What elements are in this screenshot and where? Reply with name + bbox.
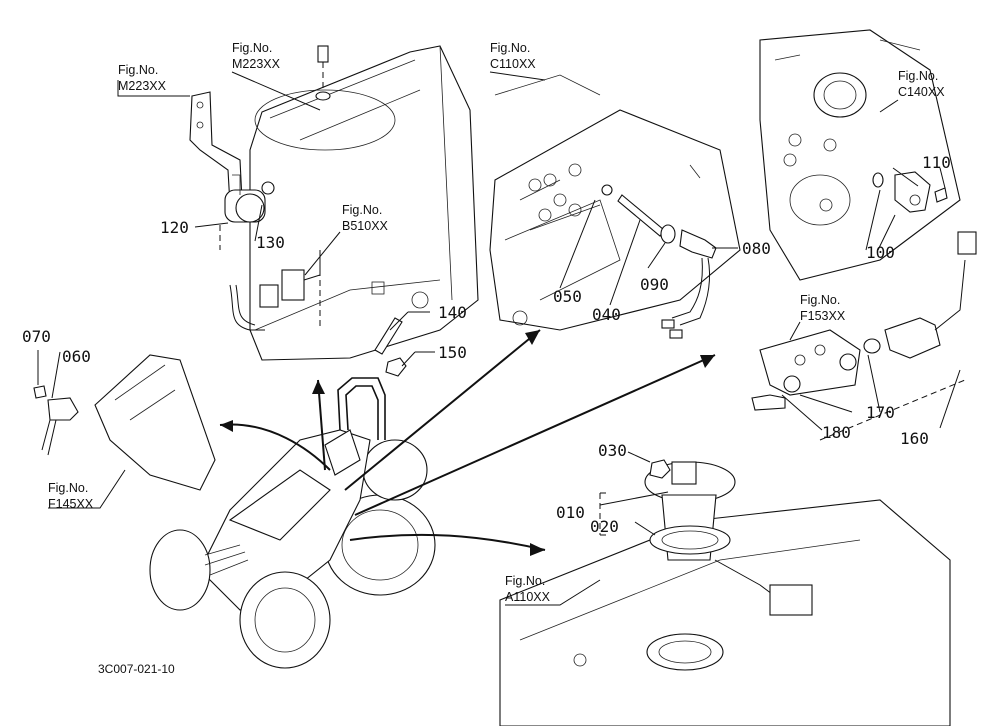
- leader-lines: [37, 71, 961, 606]
- part-label-020: 020: [590, 517, 619, 536]
- part-label-010: 010: [556, 503, 585, 522]
- part-label-080: 080: [742, 239, 771, 258]
- fig-ref-b510-code: B510XX: [342, 219, 389, 233]
- part-label-100: 100: [866, 243, 895, 262]
- part-label-120: 120: [160, 218, 189, 237]
- part-label-040: 040: [592, 305, 621, 324]
- callout-arrows: [219, 329, 716, 556]
- fig-ref-a110-code: A110XX: [505, 590, 551, 604]
- fig-ref-a110-label: Fig.No.: [505, 574, 545, 588]
- fig-ref-m223-left-code: M223XX: [118, 79, 167, 93]
- fig-ref-c140-label: Fig.No.: [898, 69, 938, 83]
- part-label-160: 160: [900, 429, 929, 448]
- part-label-170: 170: [866, 403, 895, 422]
- fig-ref-f153-code: F153XX: [800, 309, 846, 323]
- part-label-140: 140: [438, 303, 467, 322]
- diagram-code: 3C007-021-10: [98, 662, 175, 676]
- part-label-110: 110: [922, 153, 951, 172]
- part-label-090: 090: [640, 275, 669, 294]
- part-label-150: 150: [438, 343, 467, 362]
- fig-ref-f145-code: F145XX: [48, 497, 94, 511]
- fig-ref-b510-label: Fig.No.: [342, 203, 382, 217]
- hydraulic-block-assembly: [489, 74, 741, 339]
- step-panel-assembly: [33, 354, 216, 491]
- part-label-030: 030: [598, 441, 627, 460]
- fuel-tank-assembly: [499, 459, 951, 726]
- fig-ref-m223-left-label: Fig.No.: [118, 63, 158, 77]
- seat-bracket-assembly: [189, 45, 479, 377]
- part-label-060: 060: [62, 347, 91, 366]
- pump-cover-assembly: [759, 29, 961, 281]
- fig-ref-m223-top-label: Fig.No.: [232, 41, 272, 55]
- fig-ref-c140-code: C140XX: [898, 85, 945, 99]
- fig-ref-m223-top-code: M223XX: [232, 57, 281, 71]
- part-number-labels: 120 130 140 150 050 040 090 080 110 100 …: [22, 153, 951, 536]
- fig-ref-c110-label: Fig.No.: [490, 41, 530, 55]
- fig-ref-f145-label: Fig.No.: [48, 481, 88, 495]
- part-label-070: 070: [22, 327, 51, 346]
- part-label-050: 050: [553, 287, 582, 306]
- fig-reference-labels: Fig.No. M223XX Fig.No. M223XX Fig.No. C1…: [48, 41, 945, 604]
- solenoid-assembly: [751, 231, 977, 441]
- tractor-illustration: [149, 377, 436, 669]
- part-label-130: 130: [256, 233, 285, 252]
- fig-ref-c110-code: C110XX: [490, 57, 536, 71]
- fig-ref-f153-label: Fig.No.: [800, 293, 840, 307]
- part-label-180: 180: [822, 423, 851, 442]
